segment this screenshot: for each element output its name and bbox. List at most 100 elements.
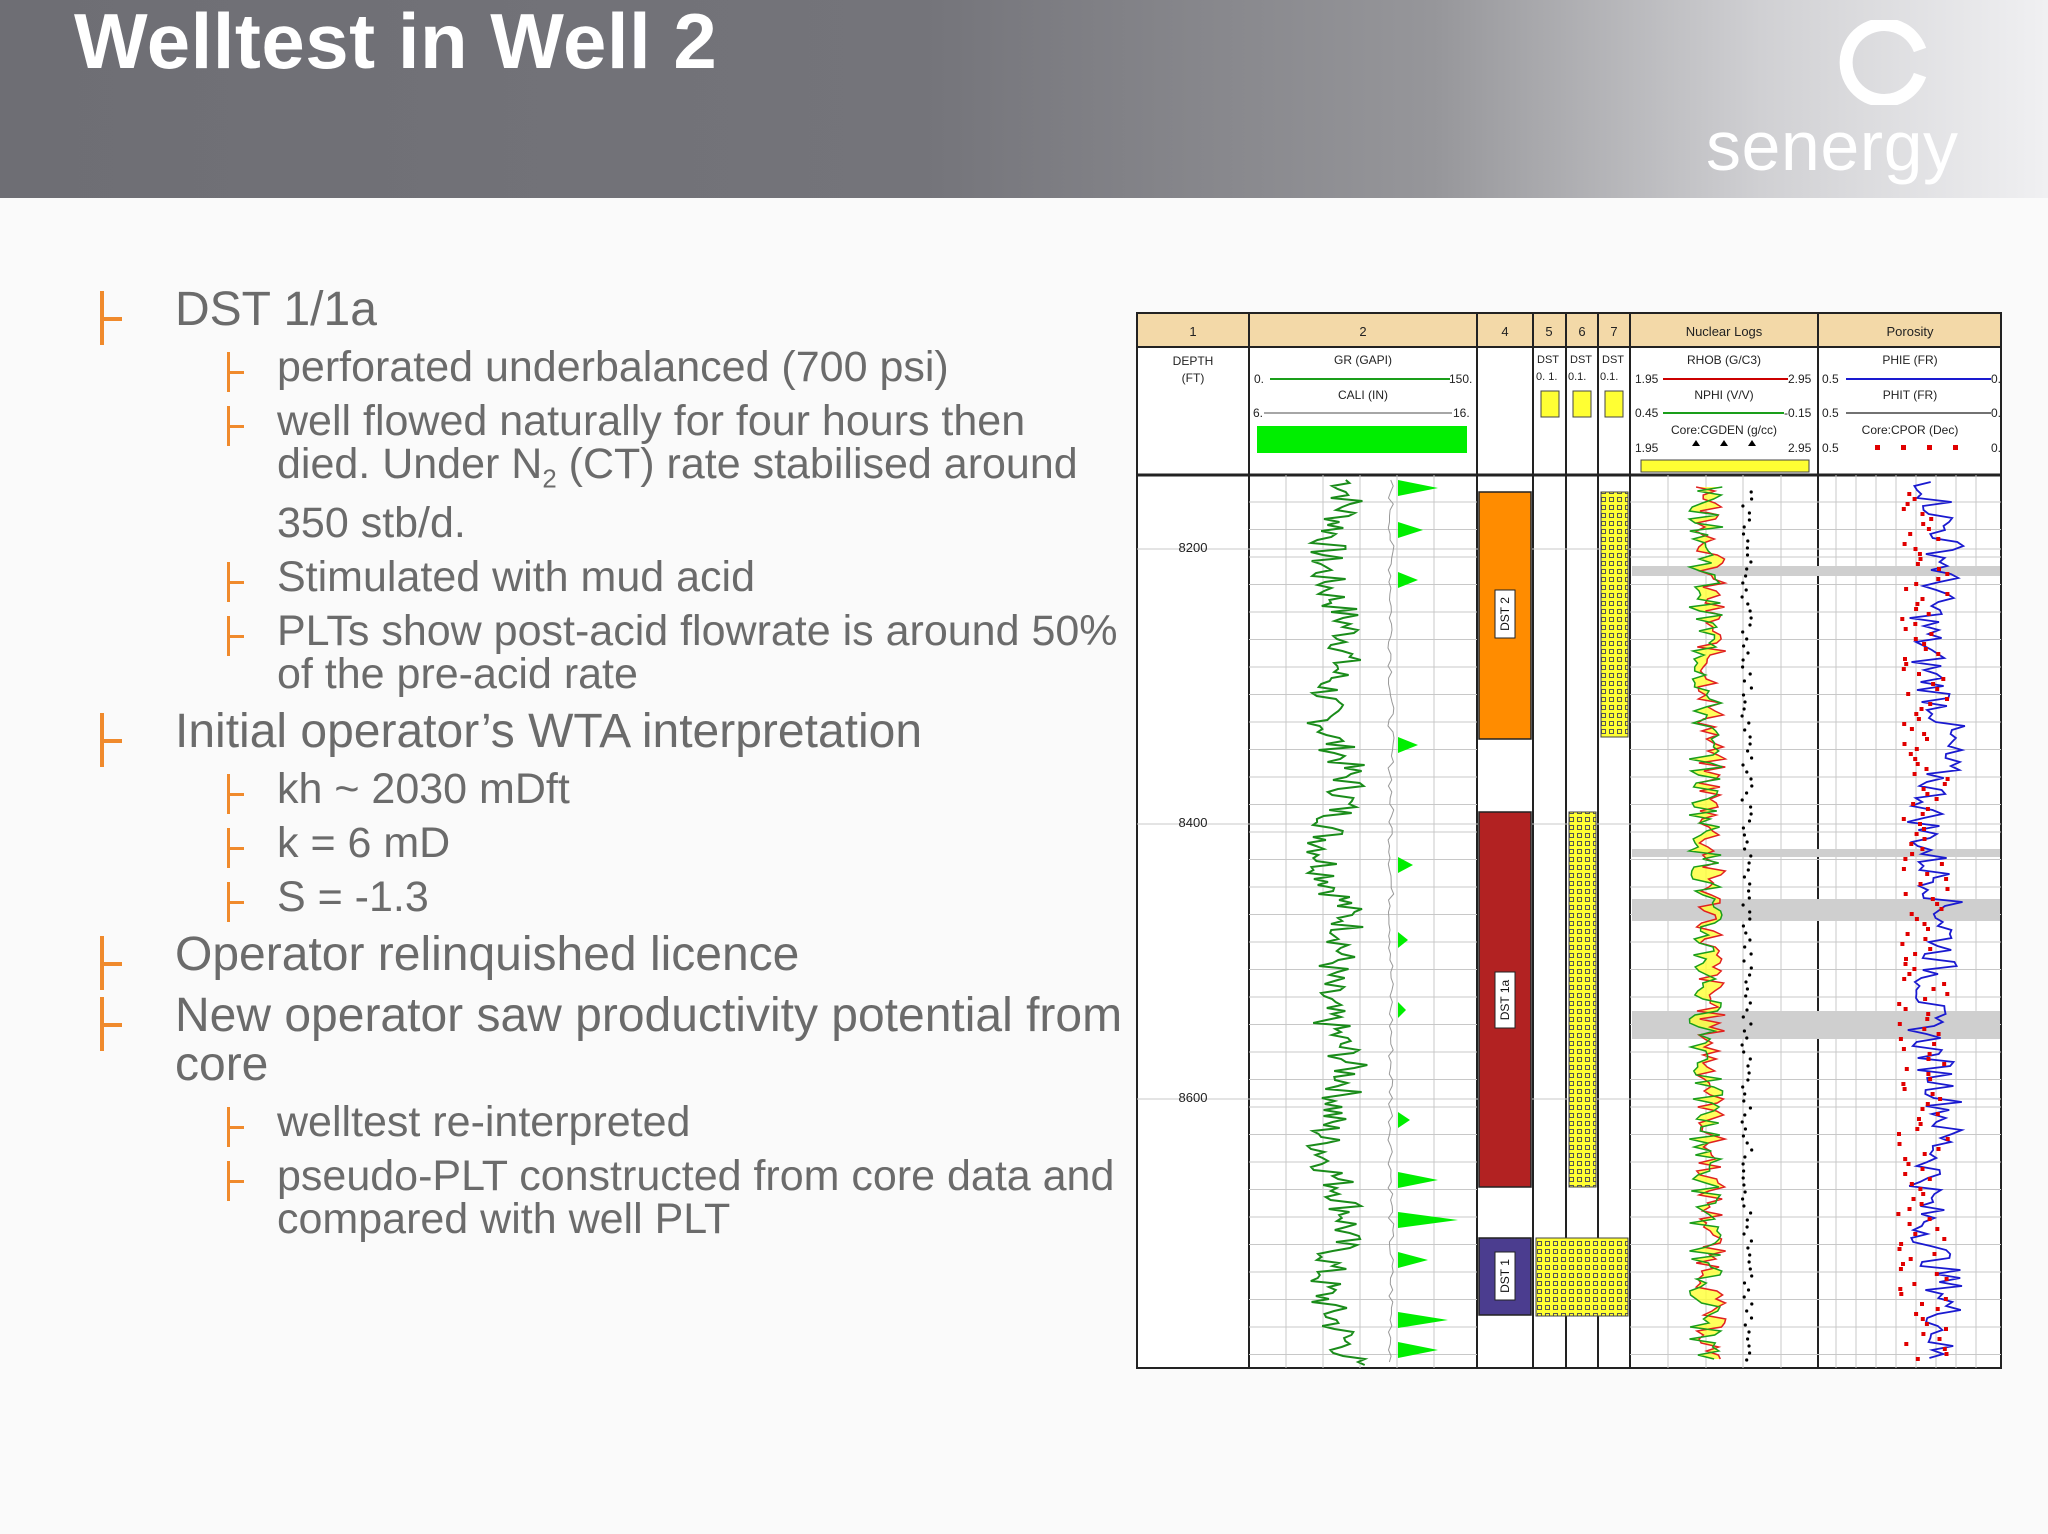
cpor-point [1915, 1357, 1920, 1361]
cgden-point [1741, 903, 1745, 907]
cpor-point [1912, 497, 1917, 501]
cgden-point [1747, 1344, 1751, 1348]
cpor-point [1916, 717, 1921, 721]
cpor-point [1912, 967, 1917, 971]
cpor-point [1901, 867, 1906, 871]
cpor-point [1903, 962, 1908, 966]
cgden-point [1740, 595, 1744, 599]
perf-interval [1568, 811, 1597, 1188]
gr-fill-spike [1398, 1342, 1438, 1358]
cpor-point [1942, 1237, 1947, 1241]
track-number: 5 [1545, 324, 1552, 339]
cgden-point [1749, 966, 1753, 970]
cgden-point [1742, 833, 1746, 837]
nphi-curve-name: NPHI (V/V) [1694, 388, 1753, 402]
cgden-point [1742, 679, 1746, 683]
phie-curve [1907, 481, 1966, 1359]
cpor-point [1923, 997, 1928, 1001]
cpor-point [1945, 592, 1950, 596]
cpor-point [1936, 1032, 1941, 1036]
bullet-l2: Stimulated with mud acid [100, 555, 1130, 602]
cgden-point [1740, 1120, 1744, 1124]
cpor-point [1907, 1207, 1912, 1211]
nphi-curve [1686, 486, 1725, 1360]
cpor-point [1910, 852, 1915, 856]
track-number: Nuclear Logs [1686, 324, 1763, 339]
cpor-point [1921, 787, 1926, 791]
cpor-point [1932, 1042, 1937, 1046]
gr-fill-legend [1257, 426, 1467, 453]
cgden-point [1747, 1330, 1751, 1334]
cpor-point [1922, 1027, 1927, 1031]
cpor-point [1903, 627, 1908, 631]
cpor-point [1907, 492, 1912, 496]
cgden-point [1742, 1099, 1746, 1103]
cgden-point [1744, 980, 1748, 984]
cgden-point [1750, 1274, 1754, 1278]
cpor-point [1897, 1247, 1902, 1251]
cpor-point [1912, 1282, 1917, 1286]
cpor-point [1897, 1132, 1901, 1136]
cpor-point [1902, 742, 1907, 746]
cgden-point [1750, 1302, 1754, 1306]
cgden-point [1748, 882, 1752, 886]
cgden-point [1746, 749, 1750, 753]
bullet-l2: k = 6 mD [100, 821, 1130, 868]
cpor-point [1903, 857, 1908, 861]
cgden-point [1743, 1323, 1747, 1327]
cpor-point [1903, 1157, 1908, 1161]
depth-header: DEPTH [1173, 354, 1214, 368]
cpor-point [1914, 582, 1919, 586]
cpor-point [1921, 1332, 1926, 1336]
bullet-l1: DST 1/1a [100, 285, 1130, 345]
cgden-point [1744, 994, 1748, 998]
cpor-point [1919, 707, 1924, 711]
cpor-point [1901, 1082, 1906, 1086]
cgden-point [1749, 854, 1753, 858]
cpor-point [1908, 752, 1913, 756]
perf-interval [1600, 491, 1629, 738]
cgden-point [1749, 777, 1753, 781]
cgden-point [1742, 1183, 1746, 1187]
cpor-point [1903, 892, 1908, 896]
cpor-point [1900, 942, 1905, 946]
cgden-point [1746, 868, 1750, 872]
cgden-point [1746, 602, 1750, 606]
cpor-curve-name: Core:CPOR (Dec) [1862, 423, 1959, 437]
gr-fill-spike [1398, 737, 1418, 753]
cgden-point [1742, 875, 1746, 879]
gr-scale-min: 0. [1254, 372, 1264, 386]
cpor-point [1920, 1167, 1925, 1171]
cgden-point [1743, 1113, 1747, 1117]
cpor-point [1915, 762, 1920, 766]
gr-fill-spike [1398, 1172, 1438, 1188]
cpor-point [1944, 1327, 1948, 1331]
cpor-point [1925, 1017, 1930, 1021]
cpor-point [1911, 802, 1916, 806]
phie-curve-name: PHIE (FR) [1882, 353, 1937, 367]
gr-fill-spike [1398, 1312, 1448, 1328]
cpor-point [1935, 1227, 1940, 1231]
cpor-point [1925, 737, 1929, 741]
cpor-point [1942, 1347, 1947, 1351]
cpor-point [1903, 657, 1907, 661]
cpor-point [1926, 1012, 1931, 1016]
cpor-point [1942, 982, 1947, 986]
cpor-point [1914, 832, 1919, 836]
cgden-point [1745, 546, 1749, 550]
cpor-point [1921, 522, 1926, 526]
cgden-point [1742, 644, 1746, 648]
cpor-point [1897, 1002, 1902, 1006]
cpor-point [1914, 712, 1919, 716]
cpor-point [1917, 552, 1922, 556]
cgden-point [1748, 938, 1752, 942]
cpor-point [1945, 992, 1950, 996]
cpor-point [1939, 907, 1944, 911]
gr-fill-spike [1398, 480, 1438, 496]
cpor-point [1909, 842, 1914, 846]
cgden-point [1742, 525, 1746, 529]
cpor-point [1909, 1182, 1914, 1186]
cpor-point [1922, 642, 1927, 646]
cpor-point [1913, 637, 1918, 641]
cpor-point [1901, 507, 1906, 511]
